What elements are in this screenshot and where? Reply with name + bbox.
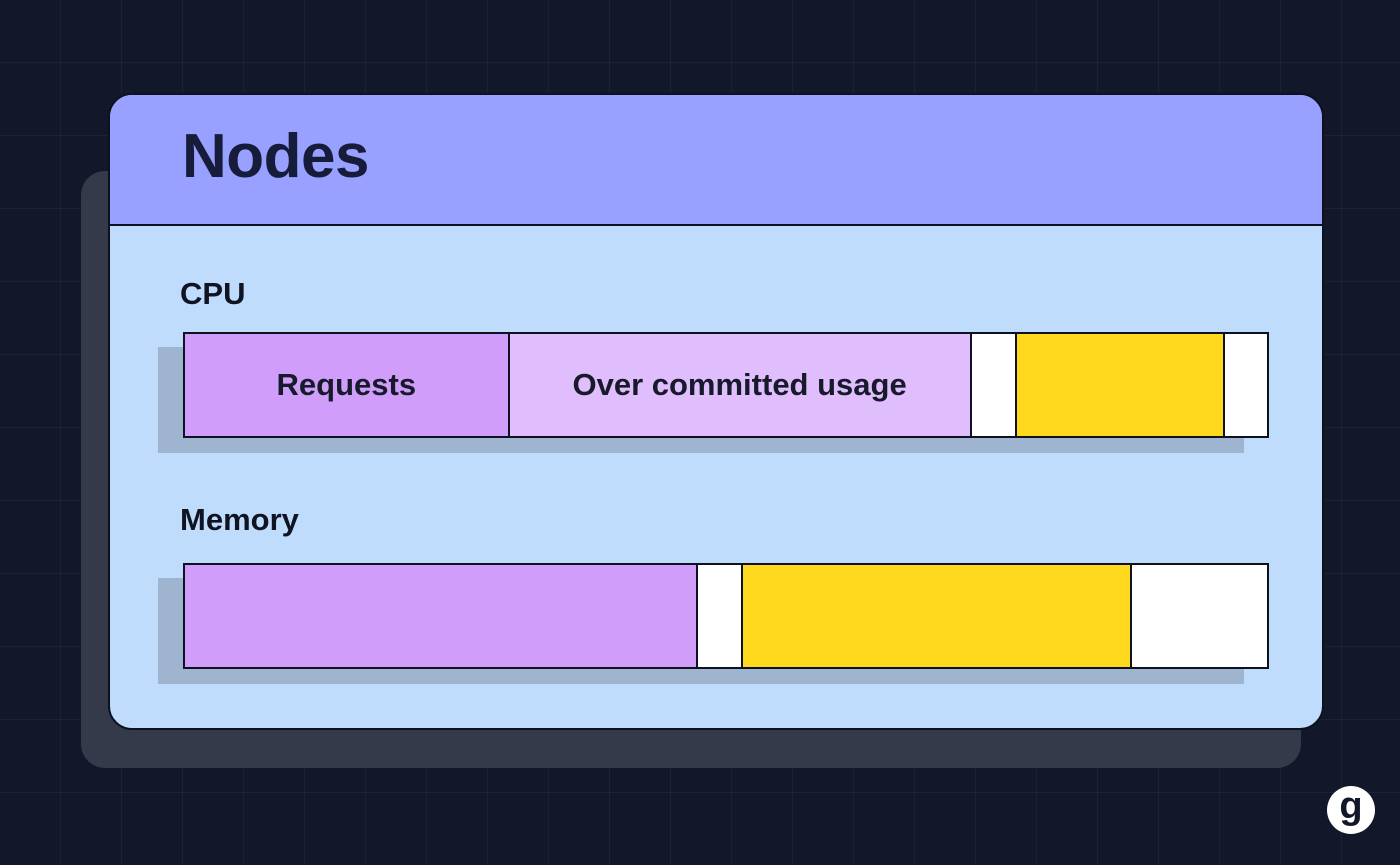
memory-segment-0 xyxy=(185,565,698,667)
cpu-segment-0: Requests xyxy=(185,334,510,436)
cpu-segment-2 xyxy=(971,334,1018,436)
cpu-label: CPU xyxy=(180,276,246,311)
memory-segment-2 xyxy=(743,565,1132,667)
g-logo-icon: g xyxy=(1327,786,1375,834)
cpu-segment-4 xyxy=(1224,334,1267,436)
memory-bar xyxy=(183,563,1269,669)
logo-text: g xyxy=(1339,785,1363,827)
cpu-segment-3 xyxy=(1017,334,1225,436)
card-header: Nodes xyxy=(110,95,1322,226)
cpu-segment-1: Over committed usage xyxy=(509,334,972,436)
memory-segment-1 xyxy=(697,565,744,667)
card-title: Nodes xyxy=(182,122,369,191)
memory-segment-3 xyxy=(1131,565,1267,667)
memory-label: Memory xyxy=(180,502,299,537)
